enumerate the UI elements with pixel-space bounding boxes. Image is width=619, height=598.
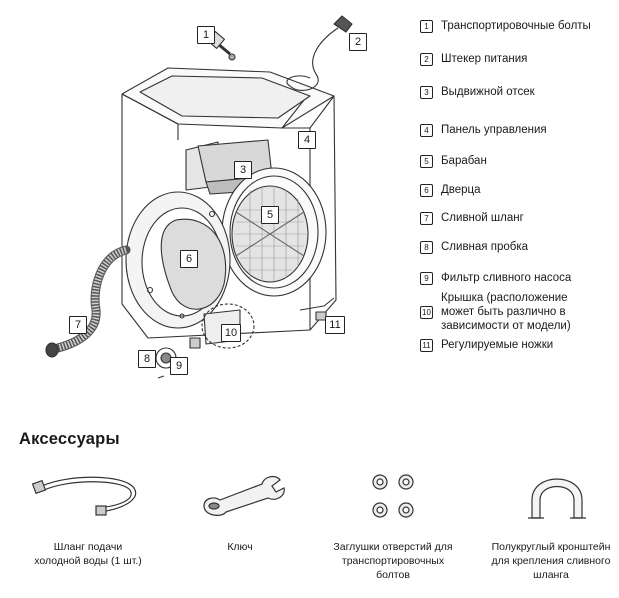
legend-num-2: 2 bbox=[420, 53, 433, 66]
accessory-caption-4: Полукруглый кронштейн для крепления слив… bbox=[491, 541, 611, 581]
bolt-caps-icon bbox=[372, 474, 414, 518]
legend-label-8: Сливная пробка bbox=[441, 241, 529, 253]
legend-label-10: Крышка (расположение может быть различно… bbox=[441, 292, 571, 332]
callout-4: 4 bbox=[298, 131, 316, 149]
legend-num-3: 3 bbox=[420, 86, 433, 99]
legend-num-10: 10 bbox=[420, 306, 433, 319]
legend-num-5: 5 bbox=[420, 155, 433, 168]
callout-3: 3 bbox=[234, 161, 252, 179]
legend-item-4: 4 Панель управления bbox=[420, 123, 547, 137]
legend-item-7: 7 Сливной шланг bbox=[420, 211, 524, 225]
accessory-bolt-caps bbox=[368, 470, 418, 527]
callout-2: 2 bbox=[349, 33, 367, 51]
accessory-wrench bbox=[192, 470, 288, 525]
accessory-caption-2: Ключ bbox=[227, 541, 253, 553]
hose-bracket-icon bbox=[528, 478, 586, 519]
callout-9: 9 bbox=[170, 357, 188, 375]
legend-num-6: 6 bbox=[420, 184, 433, 197]
legend-item-2: 2 Штекер питания bbox=[420, 52, 527, 66]
wrench-icon bbox=[203, 475, 285, 516]
callout-10: 10 bbox=[221, 324, 241, 342]
callout-5: 5 bbox=[261, 206, 279, 224]
legend-item-11: 11 Регулируемые ножки bbox=[420, 338, 553, 352]
water-hose-icon bbox=[31, 476, 137, 516]
legend-num-8: 8 bbox=[420, 241, 433, 254]
accessory-water-hose bbox=[28, 468, 144, 533]
accessory-caption-3: Заглушки отверстий для транспортировочны… bbox=[333, 541, 453, 581]
legend-label-5: Барабан bbox=[441, 155, 487, 167]
legend-label-6: Дверца bbox=[441, 184, 481, 196]
legend-num-4: 4 bbox=[420, 124, 433, 137]
legend-label-2: Штекер питания bbox=[441, 53, 528, 65]
callout-11: 11 bbox=[325, 316, 345, 334]
legend-label-11: Регулируемые ножки bbox=[441, 339, 554, 351]
washing-machine-diagram: 1 2 3 4 5 6 7 8 9 10 11 bbox=[0, 0, 430, 400]
legend-label-7: Сливной шланг bbox=[441, 212, 524, 224]
legend-item-10: 10 Крышка (расположение может быть разли… bbox=[420, 291, 571, 333]
callout-7: 7 bbox=[69, 316, 87, 334]
accessory-caption-1: Шланг подачи холодной воды (1 шт.) bbox=[34, 541, 142, 567]
legend-num-1: 1 bbox=[420, 20, 433, 33]
legend-label-3: Выдвижной отсек bbox=[441, 86, 535, 98]
legend-item-9: 9 Фильтр сливного насоса bbox=[420, 271, 571, 285]
legend-label-4: Панель управления bbox=[441, 124, 547, 136]
washing-machine-illustration bbox=[45, 15, 353, 379]
legend-item-5: 5 Барабан bbox=[420, 154, 487, 168]
accessory-hose-bracket bbox=[524, 466, 590, 529]
legend-item-3: 3 Выдвижной отсек bbox=[420, 85, 535, 99]
callout-1: 1 bbox=[197, 26, 215, 44]
legend-item-6: 6 Дверца bbox=[420, 183, 481, 197]
legend-item-1: 1 Транспортировочные болты bbox=[420, 19, 591, 33]
legend-num-9: 9 bbox=[420, 272, 433, 285]
accessories-title: Аксессуары bbox=[19, 430, 120, 448]
callout-8: 8 bbox=[138, 350, 156, 368]
legend-label-9: Фильтр сливного насоса bbox=[441, 272, 572, 284]
legend-item-8: 8 Сливная пробка bbox=[420, 240, 528, 254]
callout-6: 6 bbox=[180, 250, 198, 268]
legend-num-7: 7 bbox=[420, 212, 433, 225]
legend-num-11: 11 bbox=[420, 339, 433, 352]
legend-label-1: Транспортировочные болты bbox=[441, 20, 591, 32]
